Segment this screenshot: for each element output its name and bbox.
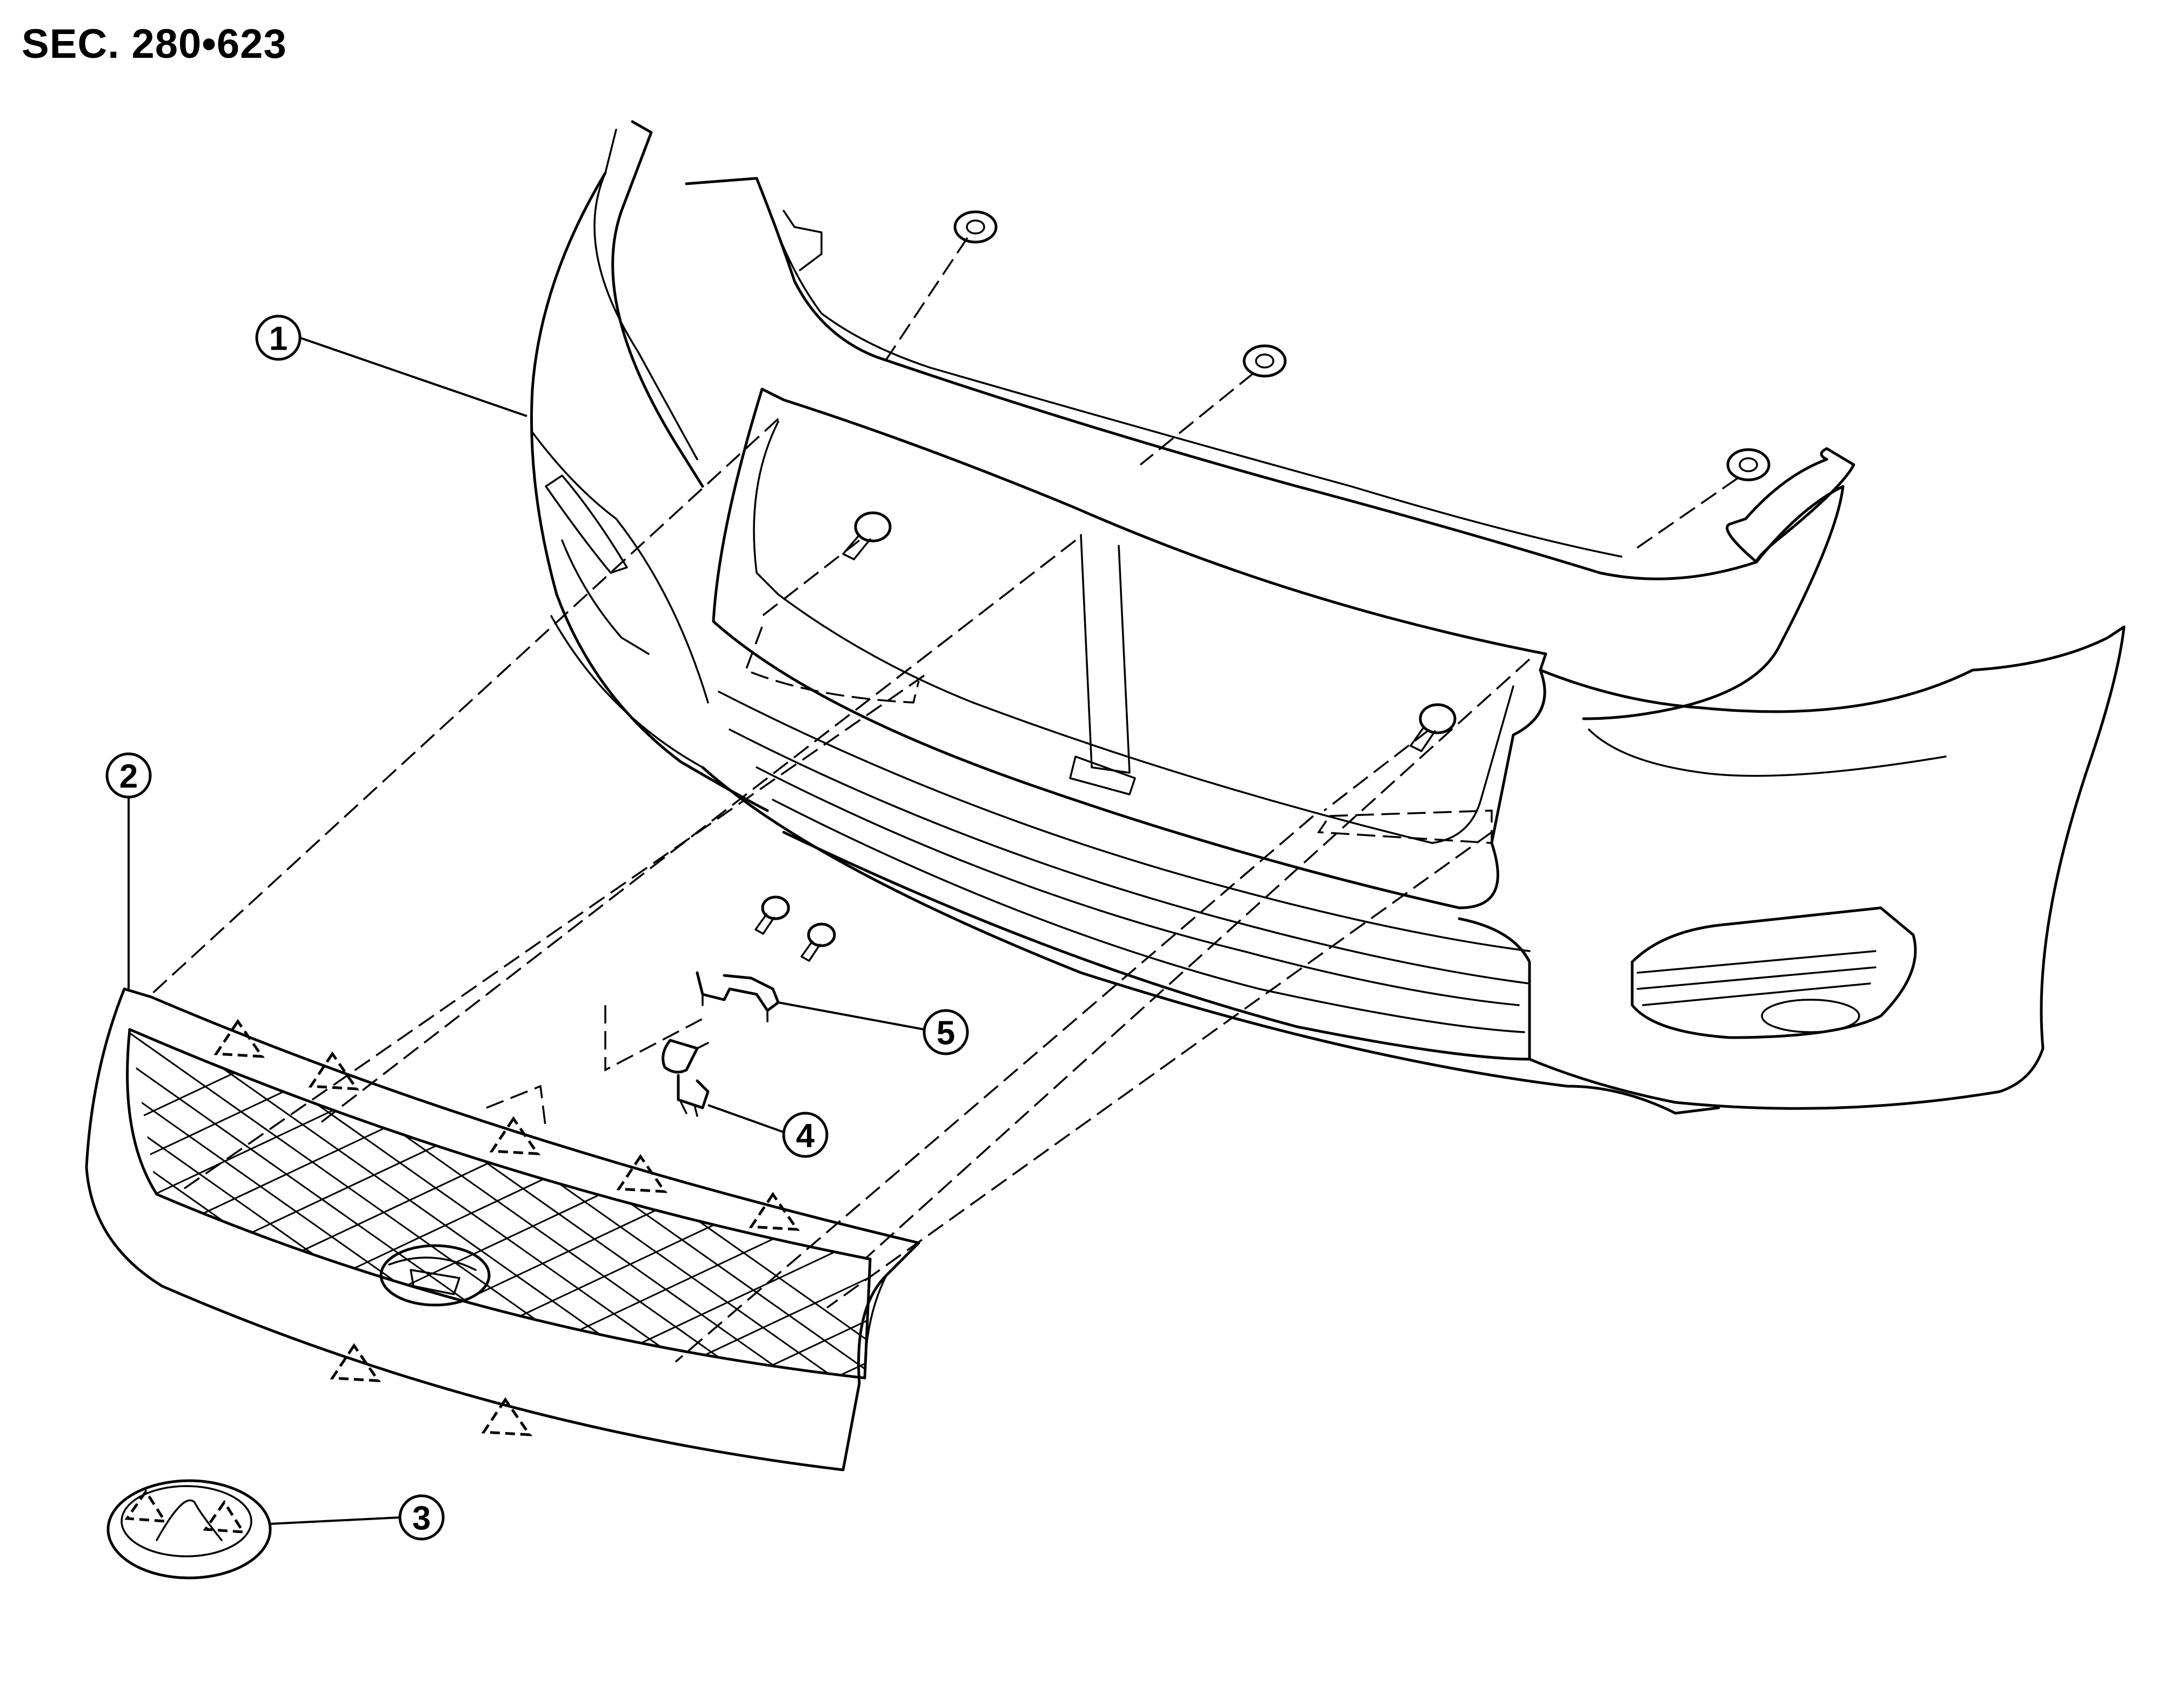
push-nut-icon	[953, 210, 998, 244]
assembly-alignment-lines	[150, 237, 1738, 1363]
connector-assembly	[662, 1039, 710, 1117]
bolt-icon	[800, 922, 836, 962]
dashed-triangle-clip-icon	[308, 1051, 359, 1091]
callout-5: 5	[778, 1001, 969, 1055]
dashed-triangle-clip-icon	[213, 1019, 265, 1058]
callout-2-label: 2	[119, 758, 138, 795]
dashed-triangle-clip-icon	[489, 1116, 540, 1155]
push-nut-icon	[1726, 448, 1771, 481]
dashed-triangle-clip-icon	[616, 1154, 667, 1193]
front-grille	[85, 987, 920, 1471]
callout-4-label: 4	[796, 1118, 815, 1155]
callout-4: 4	[707, 1104, 829, 1158]
section-label: SEC. 280•623	[22, 21, 287, 67]
bolt-icon	[842, 511, 892, 560]
grille-emblem	[106, 1479, 272, 1580]
callout-3-label: 3	[412, 1500, 431, 1537]
callout-2: 2	[105, 752, 152, 989]
callout-1-label: 1	[269, 320, 288, 358]
dashed-triangle-clip-icon	[330, 1343, 381, 1382]
dashed-triangle-clip-icon	[749, 1192, 800, 1231]
bolt-icon	[1410, 703, 1457, 752]
front-bumper-fascia	[530, 120, 2126, 1115]
callout-5-label: 5	[937, 1015, 955, 1052]
dashed-triangle-clip-icon	[481, 1397, 532, 1436]
bolt-icon	[754, 895, 790, 935]
push-nut-icon	[1243, 344, 1287, 378]
callout-3: 3	[269, 1494, 445, 1541]
callout-1: 1	[255, 315, 527, 417]
mounting-bracket	[696, 971, 780, 1022]
